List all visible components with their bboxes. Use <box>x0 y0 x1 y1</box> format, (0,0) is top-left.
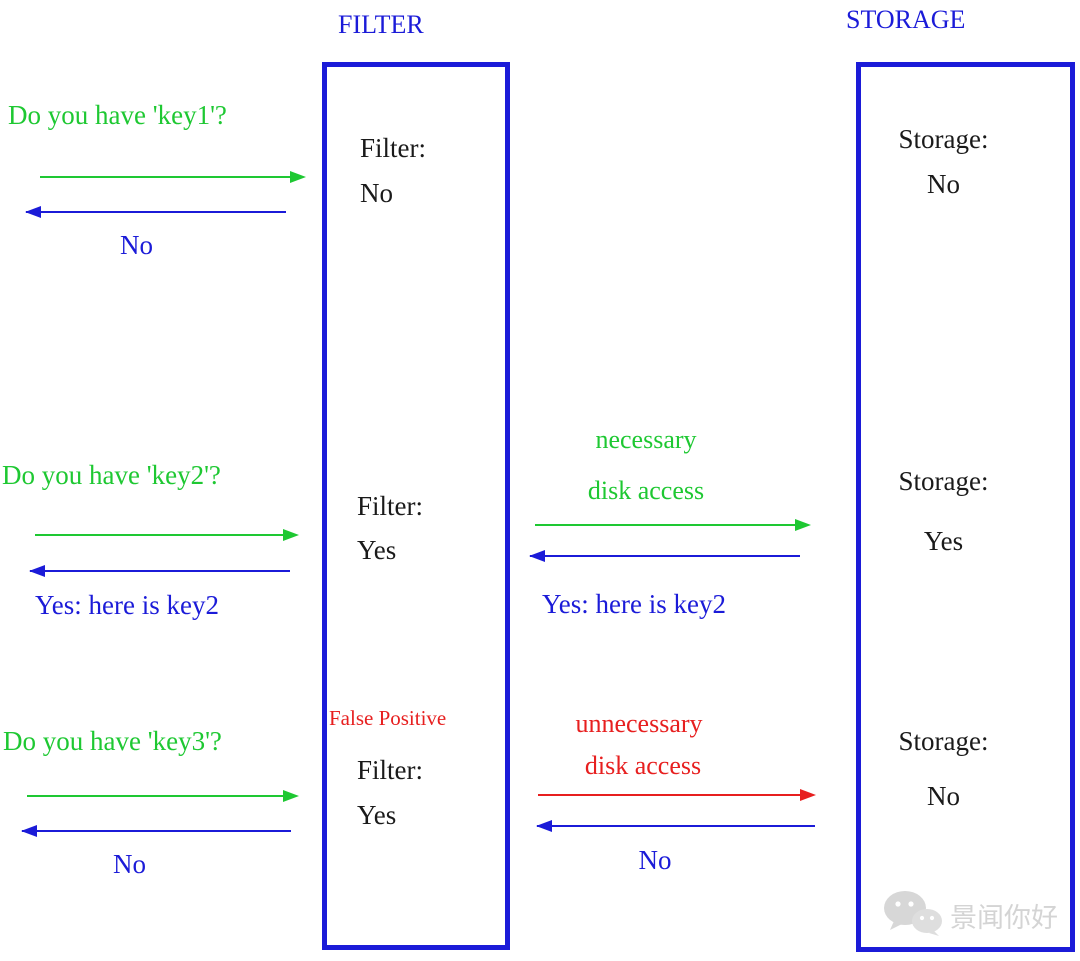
filter-row1-value: No <box>360 178 393 208</box>
filter-row2-label: Filter: <box>357 491 423 521</box>
filter-box <box>322 62 510 950</box>
filter-row3-label: Filter: <box>357 755 423 785</box>
filter-row2-value: Yes <box>357 535 397 565</box>
storage-row3-label: Storage: <box>898 726 989 756</box>
reply-key2-text: Yes: here is key2 <box>35 590 219 620</box>
unnecessary-disk-access-line2: disk access <box>584 751 702 780</box>
storage-row3-value: No <box>927 781 960 811</box>
storage-reply-key2-text: Yes: here is key2 <box>542 589 726 619</box>
necessary-disk-access-line1: necessary <box>595 425 697 454</box>
storage-row2-value: Yes <box>923 526 964 556</box>
watermark: 景闻你好 <box>882 888 1058 943</box>
wechat-icon <box>882 888 944 943</box>
storage-box <box>856 62 1075 952</box>
storage-row1-value: No <box>927 169 960 199</box>
storage-row1-label: Storage: <box>898 124 989 154</box>
query-key3-text: Do you have 'key3'? <box>3 726 222 756</box>
storage-column-title: STORAGE <box>846 5 966 34</box>
query-key1-text: Do you have 'key1'? <box>8 100 227 130</box>
filter-row3-value: Yes <box>357 800 397 830</box>
reply-key1-text: No <box>120 230 153 260</box>
reply-key3-text: No <box>113 849 146 879</box>
filter-column-title: FILTER <box>338 10 424 39</box>
query-key2-text: Do you have 'key2'? <box>2 460 221 490</box>
storage-reply-key3-text: No <box>638 845 672 875</box>
filter-row1-label: Filter: <box>360 133 426 163</box>
watermark-text: 景闻你好 <box>950 903 1058 933</box>
storage-row2-label: Storage: <box>898 466 989 496</box>
necessary-disk-access-line2: disk access <box>587 476 705 505</box>
false-positive-note: False Positive <box>329 706 447 730</box>
unnecessary-disk-access-line1: unnecessary <box>575 709 703 738</box>
